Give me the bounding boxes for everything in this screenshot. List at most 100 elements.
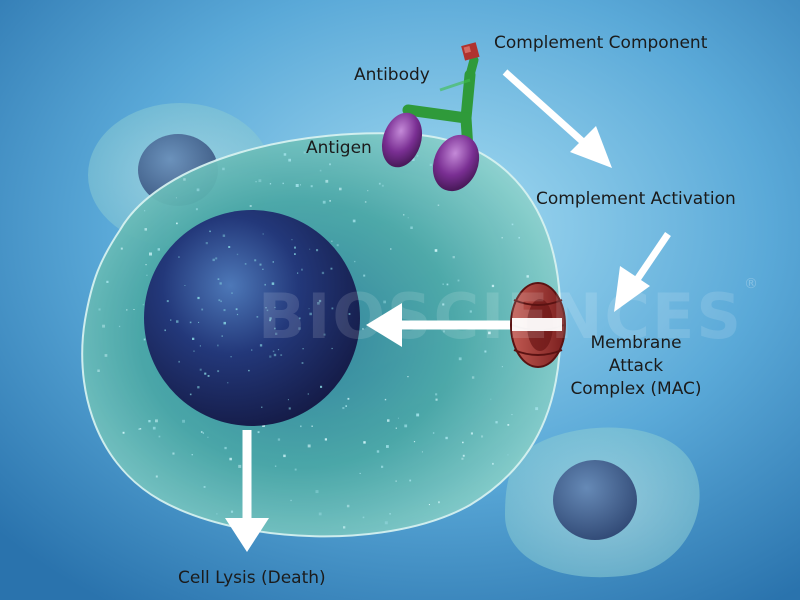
speckle	[255, 181, 257, 183]
speckle	[295, 184, 299, 187]
speckle	[331, 240, 333, 242]
nucleus-speckle	[301, 268, 303, 271]
speckle	[446, 283, 449, 286]
speckle	[364, 201, 367, 203]
nucleus-speckle	[309, 248, 311, 250]
nucleus-speckle	[269, 319, 271, 322]
arrow-to-lysis	[225, 430, 269, 552]
speckle	[172, 452, 175, 455]
nucleus-speckle	[199, 345, 201, 347]
speckle	[362, 328, 364, 330]
speckle	[484, 350, 487, 353]
nucleus-speckle	[317, 302, 320, 305]
watermark-text: BIOSCIENCES	[258, 280, 744, 353]
speckle	[175, 197, 177, 199]
speckle	[104, 354, 108, 357]
speckle	[442, 283, 444, 285]
background-cell-lower	[505, 427, 700, 578]
speckle	[288, 158, 291, 162]
nucleus-speckle	[265, 307, 267, 309]
nucleus-speckle	[198, 321, 200, 323]
nucleus-speckle	[248, 369, 250, 372]
speckle	[315, 490, 319, 494]
speckle	[282, 182, 284, 185]
speckle	[155, 475, 158, 478]
nucleus-speckle	[259, 344, 263, 347]
nucleus-speckle	[348, 313, 351, 315]
nucleus-speckle	[197, 296, 200, 300]
speckle	[303, 151, 306, 154]
speckle	[470, 432, 473, 435]
speckle	[354, 260, 356, 263]
nucleus-speckle	[199, 368, 202, 371]
nucleus-speckle	[236, 253, 239, 256]
speckle	[200, 431, 203, 433]
speckle	[416, 155, 419, 157]
speckle	[157, 248, 160, 251]
nucleus-speckle	[256, 316, 259, 318]
speckle	[381, 465, 384, 468]
label-complement-component: Complement Component	[494, 33, 708, 53]
speckle	[461, 457, 464, 460]
speckle	[352, 219, 356, 223]
nucleus-speckle	[219, 282, 222, 285]
speckle	[434, 249, 438, 252]
nucleus-speckle	[230, 356, 232, 358]
nucleus-speckle	[294, 246, 296, 249]
speckle	[191, 454, 193, 456]
nucleus	[144, 210, 360, 426]
nucleus-speckle	[262, 268, 264, 270]
nucleus-speckle	[274, 306, 276, 308]
speckle	[238, 464, 242, 468]
nucleus-speckle	[269, 317, 272, 320]
nucleus-speckle	[264, 283, 266, 286]
speckle	[182, 419, 185, 423]
speckle	[294, 468, 297, 471]
speckle	[383, 300, 386, 304]
speckle	[230, 510, 234, 513]
nucleus-speckle	[316, 249, 319, 252]
nucleus-speckle	[266, 309, 269, 312]
speckle	[224, 446, 227, 450]
speckle	[488, 331, 491, 335]
nucleus-speckle	[217, 344, 219, 347]
speckle	[381, 184, 384, 187]
speckle	[410, 226, 413, 229]
speckle	[376, 450, 380, 453]
speckle	[462, 441, 464, 444]
speckle	[144, 228, 147, 231]
nucleus-speckle	[223, 309, 226, 312]
speckle	[229, 457, 232, 461]
nucleus-speckle	[331, 307, 334, 310]
speckle	[389, 513, 391, 515]
speckle	[290, 499, 292, 502]
nucleus-speckle	[164, 329, 166, 332]
speckle	[347, 397, 350, 400]
nucleus-speckle	[189, 393, 192, 396]
nucleus-speckle	[254, 259, 257, 262]
nucleus-speckle	[204, 372, 207, 375]
speckle	[262, 424, 265, 427]
nucleus-speckle	[193, 350, 195, 352]
speckle	[462, 454, 465, 457]
speckle	[195, 208, 198, 211]
nucleus-speckle	[251, 349, 253, 351]
speckle	[346, 504, 350, 508]
membrane-attack-complex	[510, 282, 566, 368]
arrow-to-mac	[614, 232, 671, 312]
nucleus-speckle	[221, 335, 223, 337]
nucleus-speckle	[176, 320, 179, 323]
speckle	[490, 398, 492, 400]
speckle	[445, 436, 448, 440]
nucleus-speckle	[223, 321, 226, 325]
speckle	[258, 179, 262, 183]
speckle	[471, 376, 475, 379]
speckle	[403, 214, 405, 216]
nucleus-speckle	[318, 299, 322, 303]
nucleus-speckle	[287, 399, 289, 401]
nucleus-speckle	[218, 299, 221, 302]
speckle	[122, 431, 125, 434]
speckle	[283, 454, 286, 458]
label-complement-activation: Complement Activation	[536, 189, 736, 209]
nucleus-speckle	[201, 308, 204, 311]
